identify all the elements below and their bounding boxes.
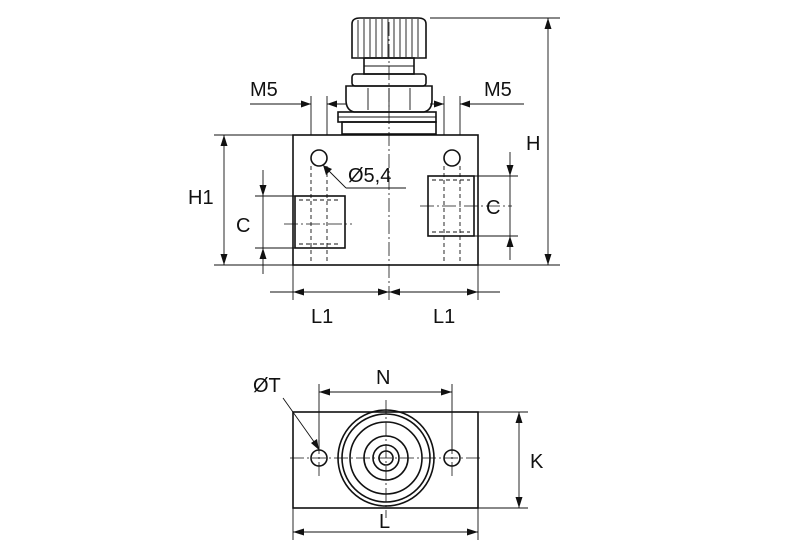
label-m5-right: M5: [484, 79, 512, 101]
dimension-labels: M5 M5 Ø5,4 H H1 C C L1 L1 N ØT K L: [188, 79, 544, 533]
label-c-right: C: [486, 197, 500, 219]
top-dimensions: [282, 384, 528, 540]
front-dimensions: [214, 17, 560, 300]
label-k: K: [530, 451, 544, 473]
front-view: [284, 17, 512, 300]
label-l1-left: L1: [311, 306, 333, 328]
label-t-diameter: ØT: [253, 375, 281, 397]
mounting-hole-right: [443, 149, 461, 264]
label-h1: H1: [188, 187, 214, 209]
port-left: [294, 195, 346, 249]
mounting-hole-left: [310, 149, 328, 264]
knurled-knob: [351, 17, 427, 59]
center-lines-front: [284, 22, 512, 300]
label-c-left: C: [236, 215, 250, 237]
label-h: H: [526, 133, 540, 155]
label-l: L: [379, 511, 390, 533]
label-hole-diameter: Ø5,4: [348, 165, 391, 187]
hex-nut: [337, 73, 437, 135]
valve-body: [292, 134, 479, 266]
valve-body-top: [292, 411, 479, 509]
top-view: [290, 400, 482, 518]
label-n: N: [376, 367, 390, 389]
label-l1-right: L1: [433, 306, 455, 328]
label-m5-left: M5: [250, 79, 278, 101]
